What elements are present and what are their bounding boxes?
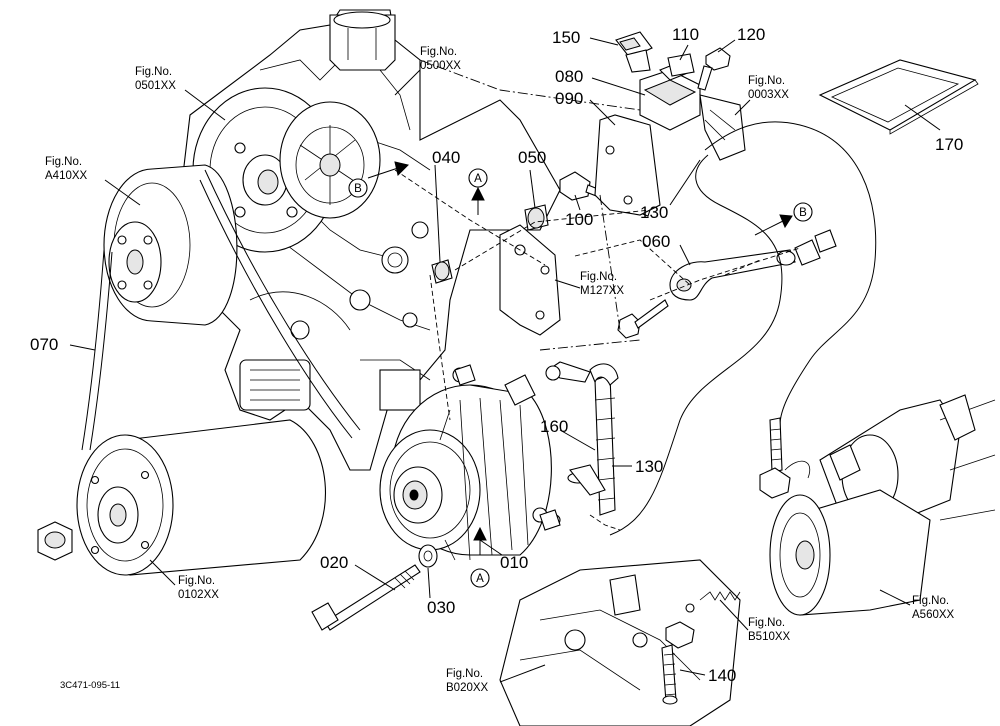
callout-150: 150 [552, 28, 580, 47]
callout-140: 140 [708, 666, 736, 685]
engine-stop-bolt [661, 621, 695, 705]
drawing-code: 3C471-095-11 [60, 680, 120, 691]
callout-070: 070 [30, 335, 58, 354]
fig-ref-code: A560XX [912, 609, 955, 621]
fig-ref-code: B020XX [446, 682, 489, 694]
view-marker-b: B [799, 207, 807, 219]
callout-020: 020 [320, 553, 348, 572]
spring [685, 591, 741, 613]
regulator-plate [594, 114, 661, 216]
callout-130: 130 [640, 203, 668, 222]
starter-terminal-bolt [759, 417, 811, 499]
callout-110: 110 [672, 25, 699, 44]
fig-ref-label: Fig.No. [420, 46, 457, 58]
fig-ref-label: Fig.No. [912, 595, 949, 607]
view-marker-a: A [476, 573, 484, 585]
callout-130-lower: 130 [635, 457, 663, 476]
fig-ref-label: Fig.No. [580, 271, 617, 283]
fan-pulley [103, 164, 238, 326]
fig-ref-label: Fig.No. [178, 575, 215, 587]
callout-050: 050 [518, 148, 546, 167]
callout-090: 090 [555, 89, 583, 108]
operators-manual [818, 59, 979, 135]
crankshaft-bolt [37, 521, 73, 561]
spacer-collar-2 [524, 204, 549, 231]
tension-plate [669, 229, 837, 301]
fig-ref-label: Fig.No. [45, 156, 82, 168]
water-pump-impeller [279, 101, 381, 219]
view-marker-b: B [354, 183, 362, 195]
fan-belt [81, 169, 361, 451]
alternator-bracket [499, 224, 561, 336]
fig-ref-label: Fig.No. [748, 617, 785, 629]
view-arrows [367, 161, 793, 555]
callout-010: 010 [500, 553, 528, 572]
fig-ref-code: 0102XX [178, 589, 219, 601]
wiring-harness [609, 121, 877, 536]
part-callouts: 150 110 120 080 090 040 050 100 130 060 … [30, 25, 963, 685]
crankshaft-pulley [76, 419, 327, 576]
hardware-nuts [454, 299, 669, 531]
callout-170: 170 [935, 135, 963, 154]
alternator [379, 374, 561, 561]
starter-motor [769, 394, 996, 616]
alternator-bolt [311, 564, 421, 631]
alignment-lines [394, 59, 801, 531]
washer [418, 544, 438, 568]
figure-references: Fig.No. 0501XX Fig.No. 0500XX Fig.No. A4… [45, 46, 955, 694]
view-marker-a: A [474, 173, 482, 185]
fig-ref-code: 0501XX [135, 80, 176, 92]
fig-ref-code: 0500XX [420, 60, 461, 72]
relay-assembly [639, 61, 746, 161]
fig-ref-label: Fig.No. [446, 668, 483, 680]
battery-cable [545, 361, 619, 516]
fig-ref-code: M127XX [580, 285, 624, 297]
spacer-collar [431, 259, 453, 284]
fig-ref-label: Fig.No. [748, 75, 785, 87]
callout-080: 080 [555, 67, 583, 86]
callout-030: 030 [427, 598, 455, 617]
callout-160: 160 [540, 417, 568, 436]
fig-ref-code: A410XX [45, 170, 88, 182]
fig-ref-code: B510XX [748, 631, 791, 643]
callout-060: 060 [642, 232, 670, 251]
leader-lines [69, 37, 941, 683]
fig-ref-code: 0003XX [748, 89, 789, 101]
screw-120 [697, 47, 731, 91]
callout-100: 100 [565, 210, 593, 229]
callout-040: 040 [432, 148, 460, 167]
view-markers: A A B B [348, 168, 813, 588]
callout-120: 120 [737, 25, 765, 44]
connector [615, 31, 653, 73]
lower-engine-section [499, 559, 741, 726]
fig-ref-label: Fig.No. [135, 66, 172, 78]
